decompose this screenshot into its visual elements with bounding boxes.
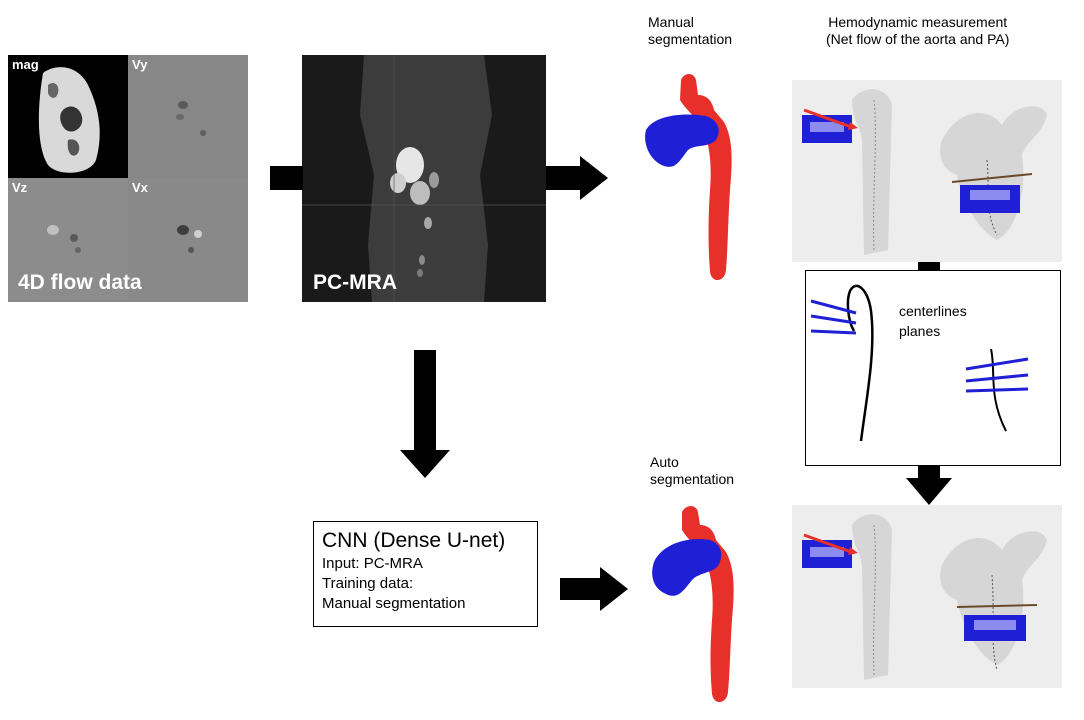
hemodynamic-panel-manual [792,80,1062,262]
manual-seg-label: Manual segmentation [648,14,733,47]
vy-image: Vy [128,55,248,178]
pa-shape [645,114,719,167]
vy-speckles [176,101,206,136]
pcmra-image [302,55,546,302]
pcmra-caption: PC-MRA [313,271,397,294]
mag-label: mag [12,57,39,72]
vx-label: Vx [132,180,148,195]
arrow-down-to-hemo2 [906,466,952,505]
cnn-title: CNN (Dense U-net) [322,529,506,552]
pcmra-panel: PC-MRA [302,55,546,302]
hemodynamic-panel-auto [792,505,1062,688]
connector-down-1 [918,262,940,272]
planes-label: planes [899,323,941,339]
hemo-render-1 [802,89,1047,256]
vz-speckles [47,225,81,253]
aorta-shape [680,74,732,281]
vx-speckles [177,225,202,253]
cnn-input-line: Input: PC-MRA [322,555,423,572]
vy-label: Vy [132,57,148,72]
aorta-auto-shape [682,506,734,703]
auto-segmentation-model [652,506,734,703]
manual-segmentation-model [645,74,732,281]
vz-image: Vz [8,178,128,301]
cnn-box: CNN (Dense U-net) Input: PC-MRA Training… [313,521,538,627]
cnn-training-line: Training data: [322,575,414,592]
magnitude-anatomy [38,67,100,173]
hemo-render-2 [802,514,1047,680]
centerlines-label: centerlines [899,303,967,319]
hemo-label: Hemodynamic measurement (Net flow of the… [826,14,1010,47]
cnn-manual-line: Manual segmentation [322,595,466,612]
magnitude-image: mag [8,55,128,178]
arrow-to-manual-seg [546,156,608,200]
flow-data-caption: 4D flow data [18,271,142,294]
arrow-to-auto-seg [560,567,628,611]
connector-bar [270,166,303,190]
auto-seg-label: Auto segmentation [650,454,735,487]
arrow-down-to-cnn [400,350,450,478]
centerlines-planes-box: centerlines planes [805,270,1061,466]
flow-data-panel: mag Vy Vz Vx 4D flow data [8,55,248,302]
vx-image: Vx [128,178,248,301]
centerlines-drawing [810,284,1029,442]
pa-auto-shape [652,538,722,596]
vz-label: Vz [12,180,28,195]
